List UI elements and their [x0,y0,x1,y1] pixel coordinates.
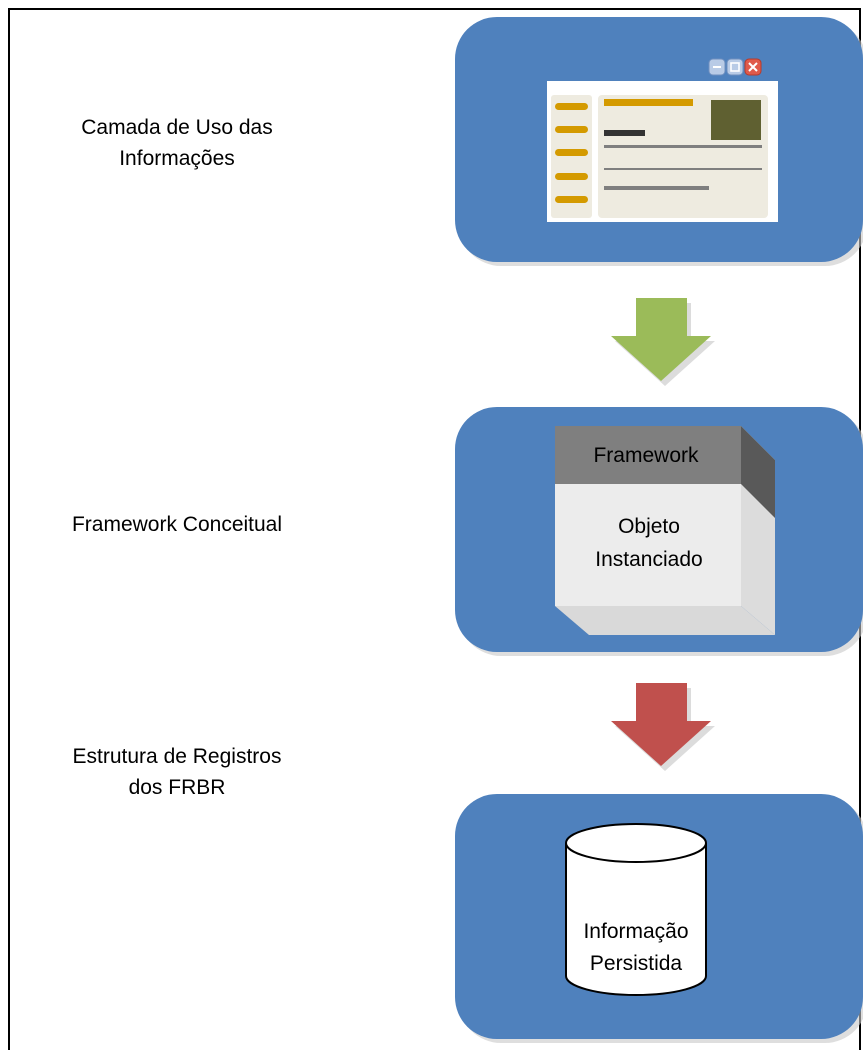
window-icon [547,57,778,222]
framework-panel: Framework Objeto Instanciado [455,407,863,656]
down-arrow-icon [611,298,715,386]
content-text-line [604,130,645,136]
sidebar-item [555,173,588,180]
content-image [711,100,761,140]
content-heading-line [604,99,693,106]
framework-box-header-label: Framework [593,444,699,467]
framework-box-body [555,484,741,606]
database-icon: Informação Persistida [565,823,707,996]
sidebar-item [555,103,588,110]
database-label-line2: Persistida [590,952,683,975]
framework-box-body-label-line1: Objeto [618,515,680,538]
content-text-line [604,186,709,190]
framework-box: Framework Objeto Instanciado [555,426,775,635]
framework-box-header [555,426,741,484]
layer-label-frbr: Estrutura de Registros dos FRBR [72,745,282,799]
sidebar-item [555,149,588,156]
database-label-line1: Informação [583,920,688,943]
maximize-icon [726,58,744,76]
sidebar-item [555,126,588,133]
usage-panel [455,17,863,266]
framework-box-body-label-line2: Instanciado [595,548,702,571]
layer-label-usage: Camada de Uso das Informações [81,116,273,170]
down-arrow-icon [611,683,715,771]
frbr-panel: Informação Persistida [455,794,863,1043]
content-text-line [604,168,762,170]
layer-label-framework: Framework Conceitual [71,513,283,536]
sidebar-item [555,196,588,203]
minimize-icon [708,58,726,76]
window-sidebar [551,95,592,218]
close-icon [744,58,762,76]
content-text-line [604,145,762,148]
